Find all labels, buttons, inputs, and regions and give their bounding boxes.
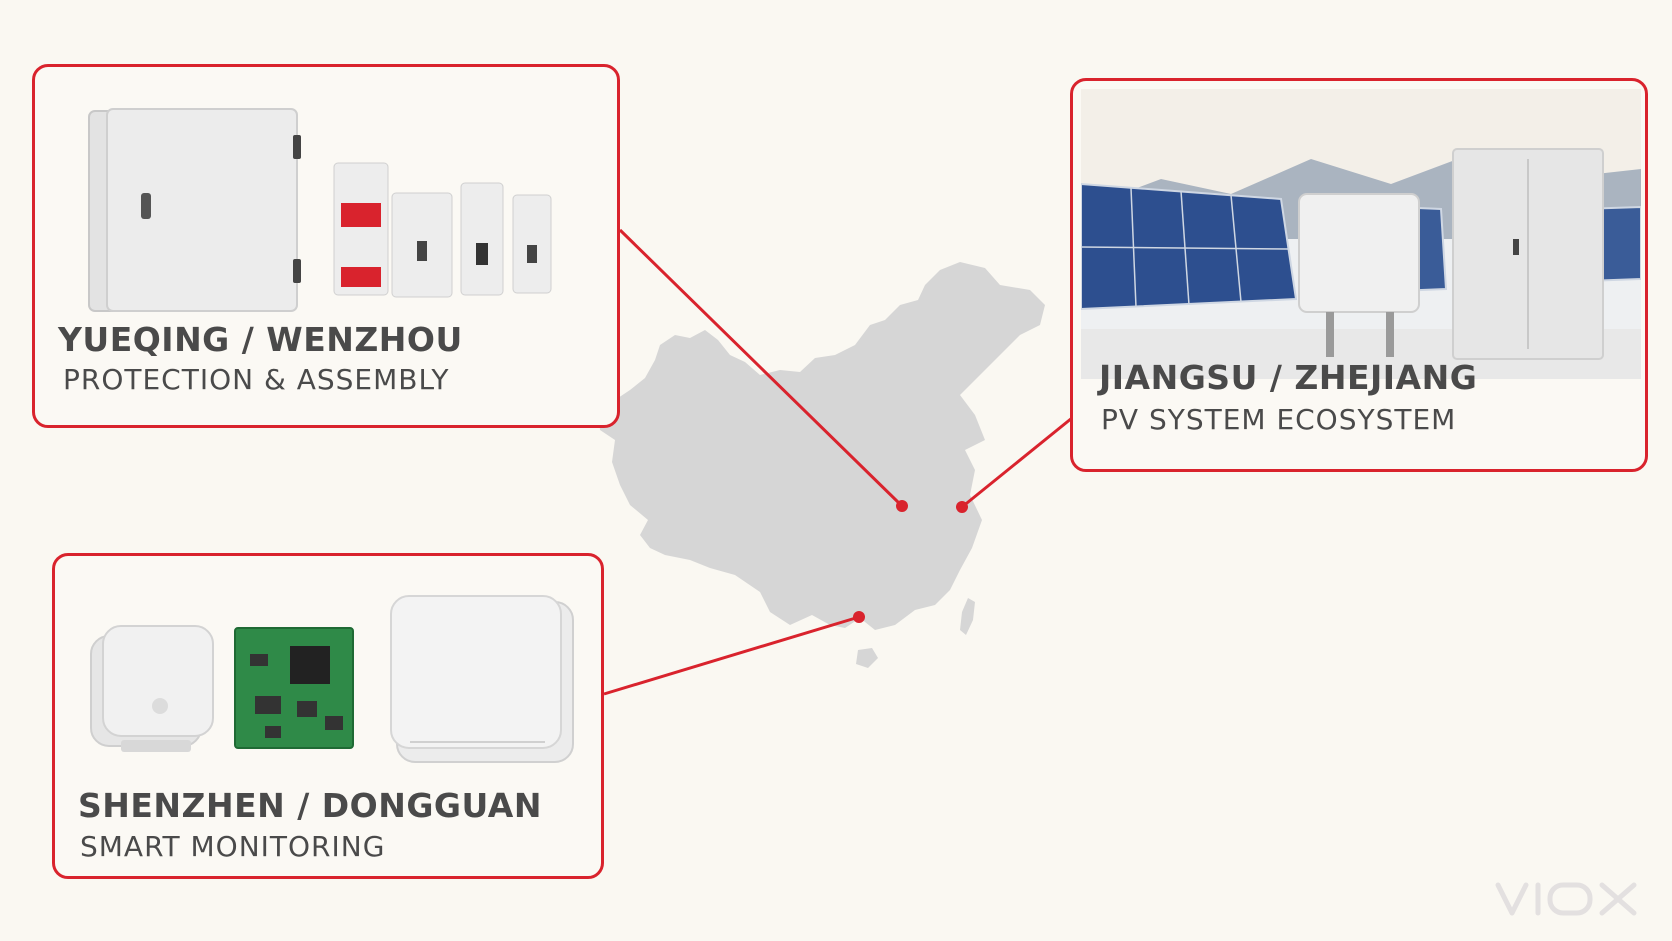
hainan-shape xyxy=(856,648,878,668)
region-subtitle: PROTECTION & ASSEMBLY xyxy=(63,363,450,396)
connector-jiangsu xyxy=(961,416,1073,509)
breaker-modules xyxy=(333,162,552,298)
region-subtitle: SMART MONITORING xyxy=(80,830,386,863)
sensor-device xyxy=(90,625,214,752)
region-subtitle: PV SYSTEM ECOSYSTEM xyxy=(1101,403,1457,436)
location-dot-icon xyxy=(853,611,865,623)
region-title: JIANGSU / ZHEJIANG xyxy=(1099,358,1478,397)
region-title: SHENZHEN / DONGGUAN xyxy=(78,786,542,825)
connector-yueqing xyxy=(618,228,904,508)
pv-system-illustration xyxy=(1081,89,1641,379)
taiwan-shape xyxy=(960,598,975,635)
location-dot-icon xyxy=(956,501,968,513)
region-title: YUEQING / WENZHOU xyxy=(58,320,463,359)
viox-logo xyxy=(1494,879,1642,923)
location-dot-icon xyxy=(896,500,908,512)
region-card-jiangsu: JIANGSU / ZHEJIANG PV SYSTEM ECOSYSTEM xyxy=(1070,78,1648,472)
region-card-yueqing: YUEQING / WENZHOU PROTECTION & ASSEMBLY xyxy=(32,64,620,428)
smart-monitoring-illustration xyxy=(90,595,574,763)
circuit-board xyxy=(234,627,354,749)
inverter-cabinet xyxy=(1298,148,1604,360)
china-map-shape xyxy=(598,262,1045,630)
viox-logo-mark xyxy=(1495,882,1637,916)
gateway-device xyxy=(390,595,574,763)
enclosure-breakers-illustration xyxy=(88,108,552,312)
region-card-shenzhen: SHENZHEN / DONGGUAN SMART MONITORING xyxy=(52,553,604,879)
connector-shenzhen xyxy=(603,615,860,696)
